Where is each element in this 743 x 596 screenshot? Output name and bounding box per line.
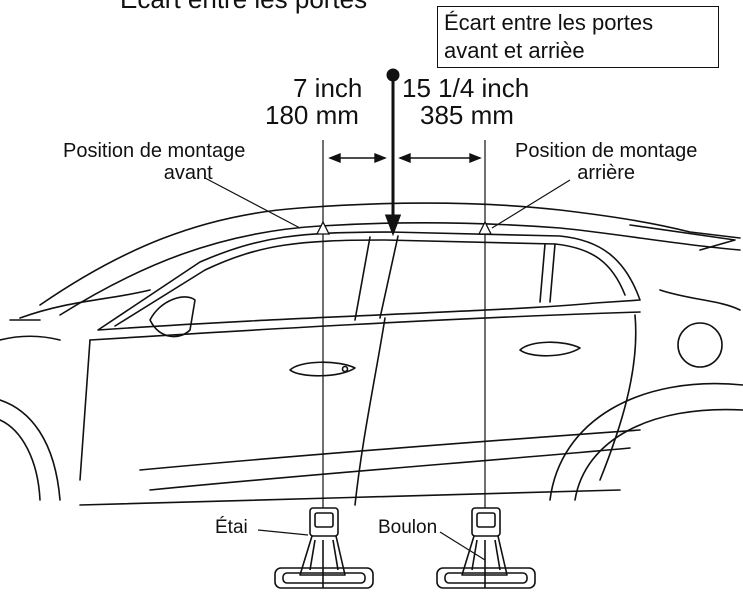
belt-line (89, 311, 641, 341)
b-pillar-2 (379, 235, 399, 319)
rear-foot (436, 507, 536, 589)
rear-distance-mm: 385 mm (420, 100, 514, 130)
rear-door-handle (519, 341, 581, 357)
front-distance-inch: 7 inch (293, 73, 363, 103)
rear-distance-inch: 15 1/4 inch (402, 73, 530, 103)
clipped-heading: Écart entre les portes (120, 0, 367, 12)
stay-label: Étai (215, 517, 248, 538)
fuel-cap (677, 322, 723, 368)
door-gap-box: Écart entre les portes avant et arrièe (437, 6, 719, 68)
body-crease (139, 429, 641, 471)
front-door-handle (289, 361, 356, 377)
rear-window-divider (539, 243, 546, 303)
door-gap-line2: avant et arrièe (444, 38, 585, 63)
front-foot (274, 507, 374, 589)
window-inner (114, 239, 626, 327)
rear-window-divider-2 (549, 243, 556, 303)
a-pillar (19, 289, 151, 319)
rear-mount-label: Position de montage arrière (515, 140, 698, 184)
window-frame (97, 231, 641, 331)
front-mount-marker (315, 220, 331, 235)
door-gap-line1: Écart entre les portes (444, 10, 654, 35)
roof-inner-line (59, 221, 741, 316)
door-gap (354, 317, 386, 506)
rear-light (659, 289, 741, 311)
front-wheel-arch-2 (0, 419, 41, 501)
rear-wheel-arch (549, 382, 743, 501)
roof-outline (39, 202, 741, 306)
front-wheel-arch (0, 399, 61, 501)
b-pillar (354, 236, 371, 321)
rear-mount-marker (477, 220, 493, 235)
body-crease-2 (149, 447, 631, 491)
rocker-line (79, 489, 621, 506)
front-door-front-edge (79, 339, 91, 481)
rear-wheel-arch-2 (574, 408, 743, 501)
front-mount-label: Position de montage avant (63, 140, 246, 184)
rear-spoiler (629, 224, 736, 251)
front-distance-mm: 180 mm (265, 100, 359, 130)
bolt-label: Boulon (378, 517, 438, 538)
rear-door-rear-edge (599, 314, 637, 481)
side-mirror (149, 296, 196, 338)
